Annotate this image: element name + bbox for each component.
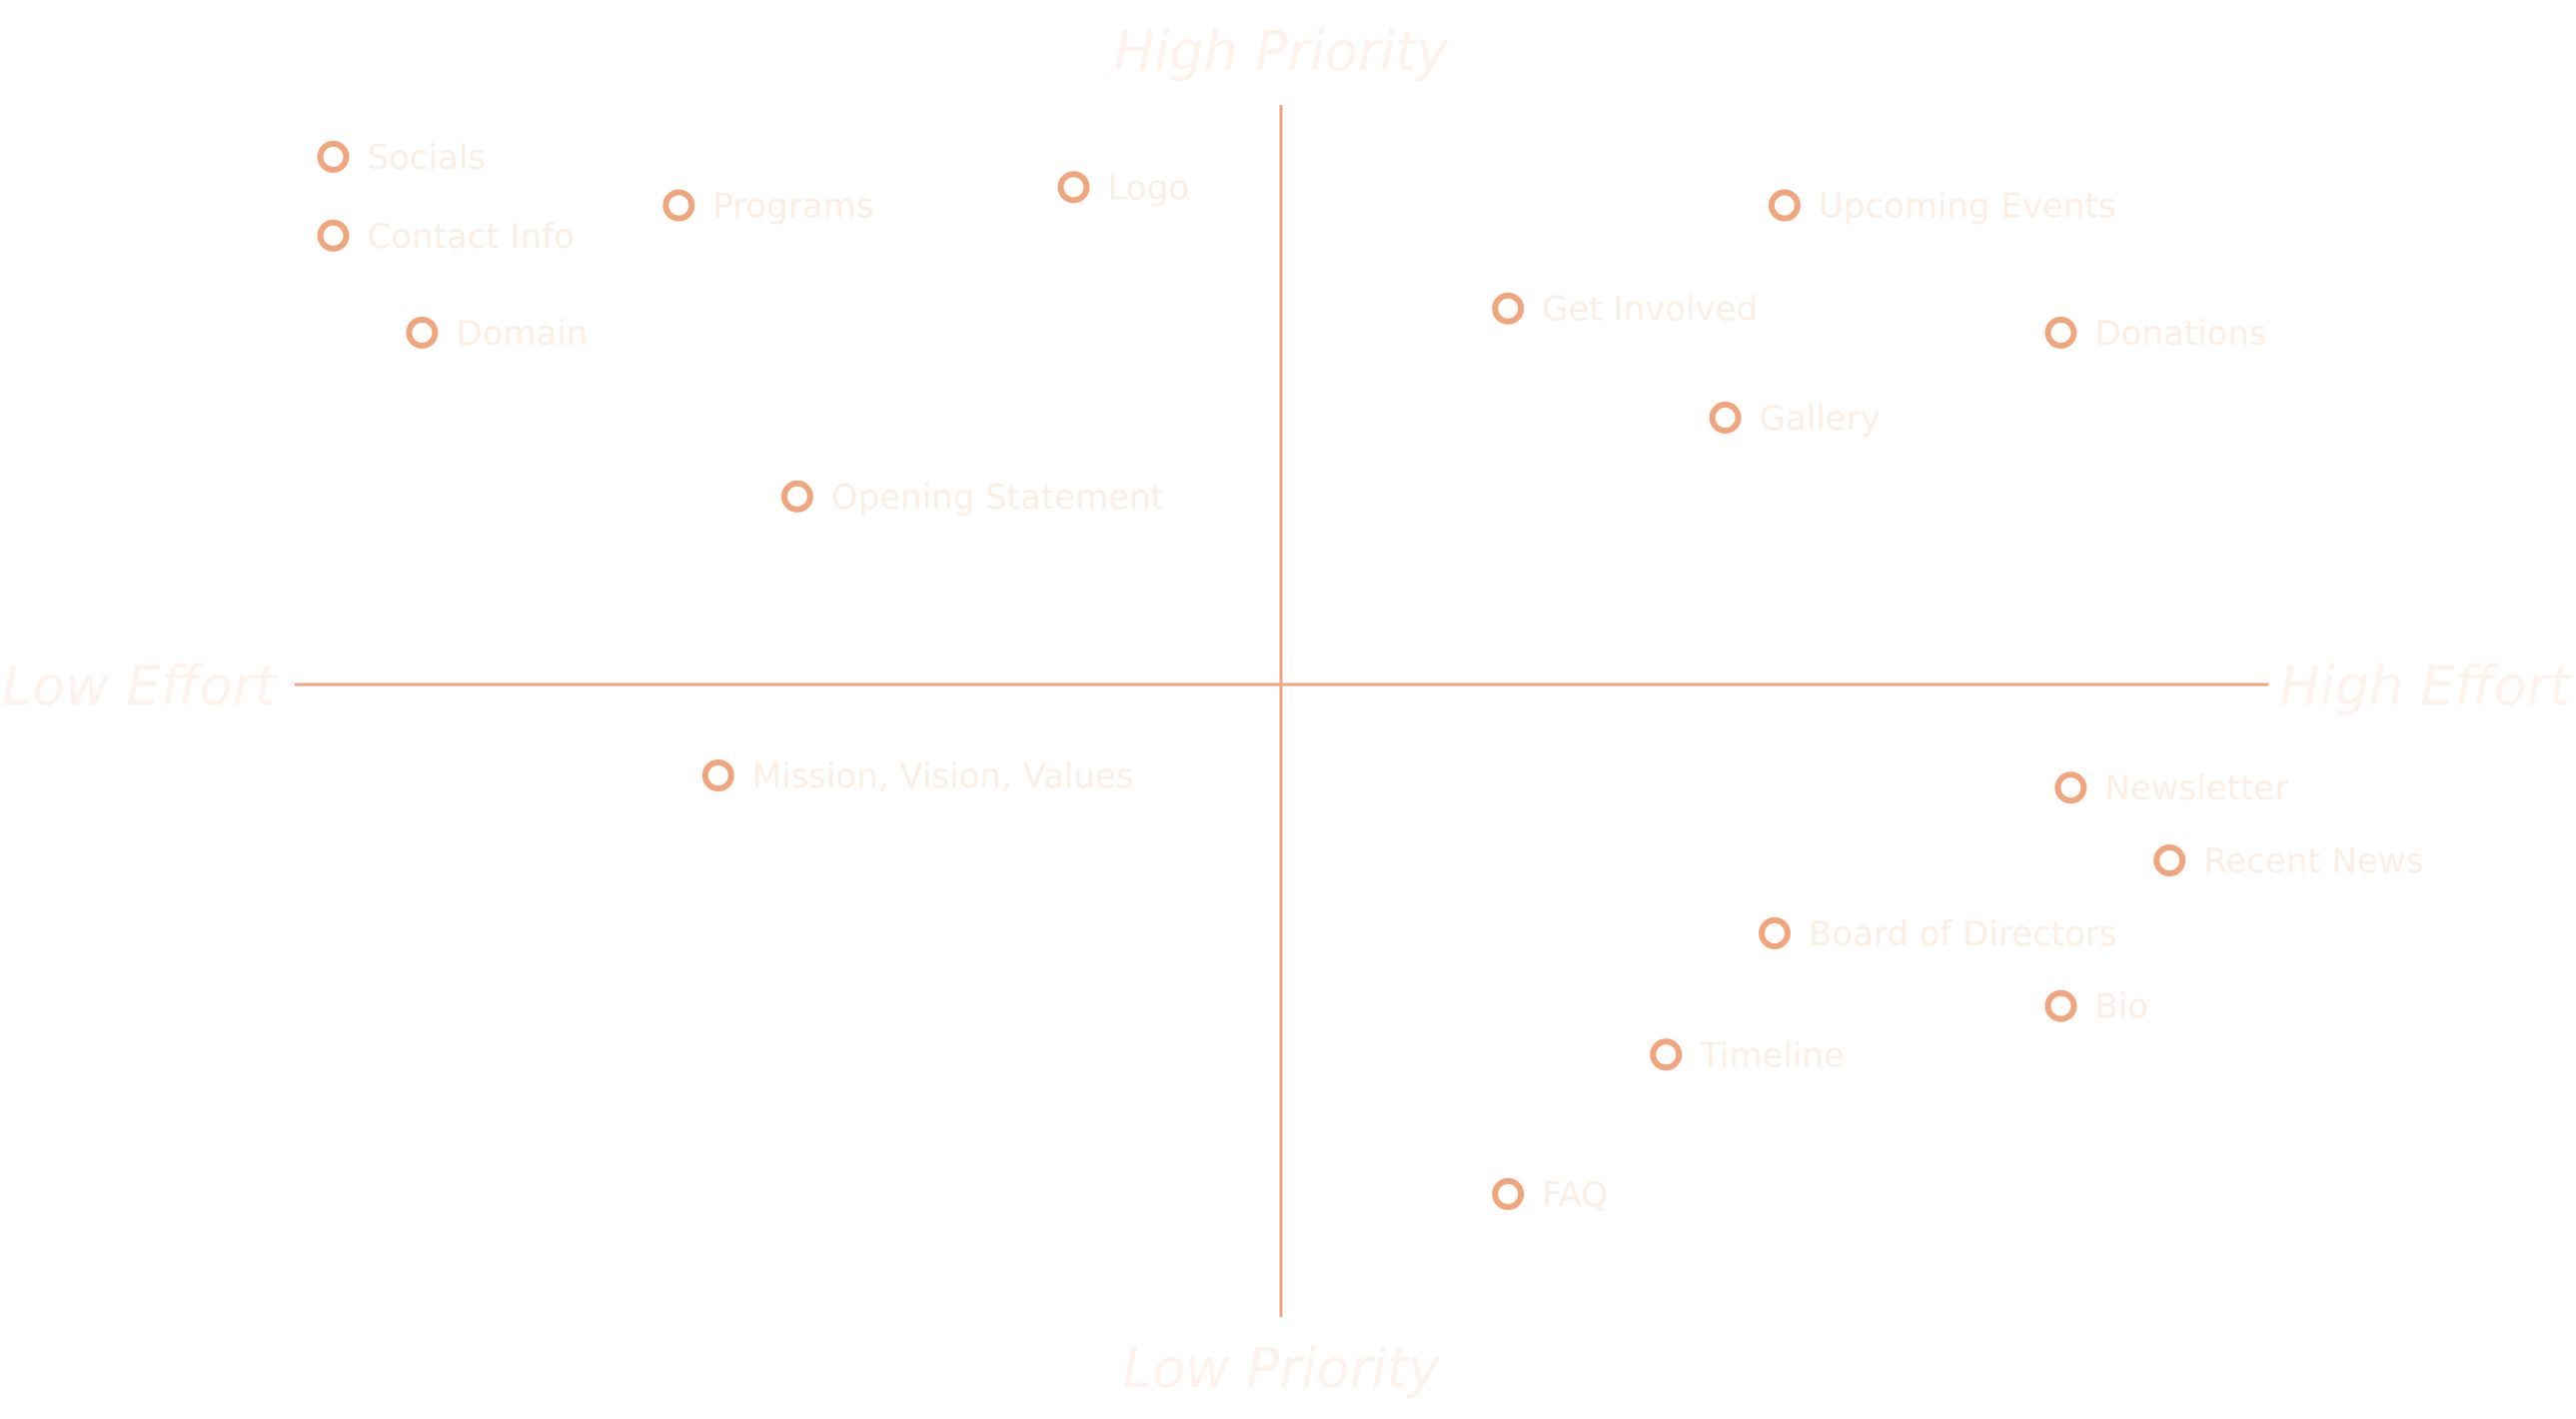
point-marker-13 [1759, 916, 1791, 949]
point-label-9: Gallery [1760, 399, 1881, 439]
point-label-11: Newsletter [2104, 768, 2288, 808]
axis-label-left: Low Effort [2, 655, 278, 717]
point-marker-8 [2044, 316, 2077, 349]
point-label-2: Domain [456, 314, 588, 354]
point-label-13: Board of Directors [1809, 914, 2117, 954]
point-marker-11 [2054, 771, 2087, 804]
point-label-8: Donations [2095, 314, 2267, 354]
point-marker-15 [1650, 1038, 1683, 1071]
point-marker-12 [2153, 844, 2186, 876]
axis-label-bottom: Low Priority [1122, 1337, 1441, 1400]
point-marker-4 [1057, 171, 1090, 204]
point-label-6: Upcoming Events [1819, 187, 2116, 227]
point-label-4: Logo [1108, 168, 1190, 208]
point-marker-6 [1768, 189, 1801, 222]
point-marker-10 [701, 759, 734, 791]
point-marker-1 [317, 219, 350, 252]
point-label-10: Mission, Vision, Values [752, 756, 1134, 796]
axis-label-top: High Priority [1114, 20, 1449, 83]
point-label-15: Timeline [1699, 1035, 1845, 1075]
axis-label-right: High Effort [2279, 655, 2572, 717]
point-marker-16 [1492, 1177, 1525, 1210]
point-marker-0 [317, 140, 350, 173]
point-label-16: FAQ [1542, 1175, 1608, 1215]
point-marker-3 [662, 189, 695, 222]
point-label-1: Contact Info [368, 217, 575, 257]
point-marker-7 [1492, 292, 1525, 325]
point-label-0: Socials [368, 138, 487, 178]
point-label-12: Recent News [2203, 841, 2423, 881]
point-marker-2 [406, 316, 439, 349]
point-label-5: Opening Statement [831, 478, 1164, 518]
point-marker-14 [2044, 989, 2077, 1022]
point-marker-9 [1709, 401, 1742, 434]
point-label-3: Programs [712, 187, 873, 227]
point-label-7: Get Involved [1542, 290, 1758, 330]
point-marker-5 [780, 480, 813, 513]
point-label-14: Bio [2095, 987, 2149, 1027]
